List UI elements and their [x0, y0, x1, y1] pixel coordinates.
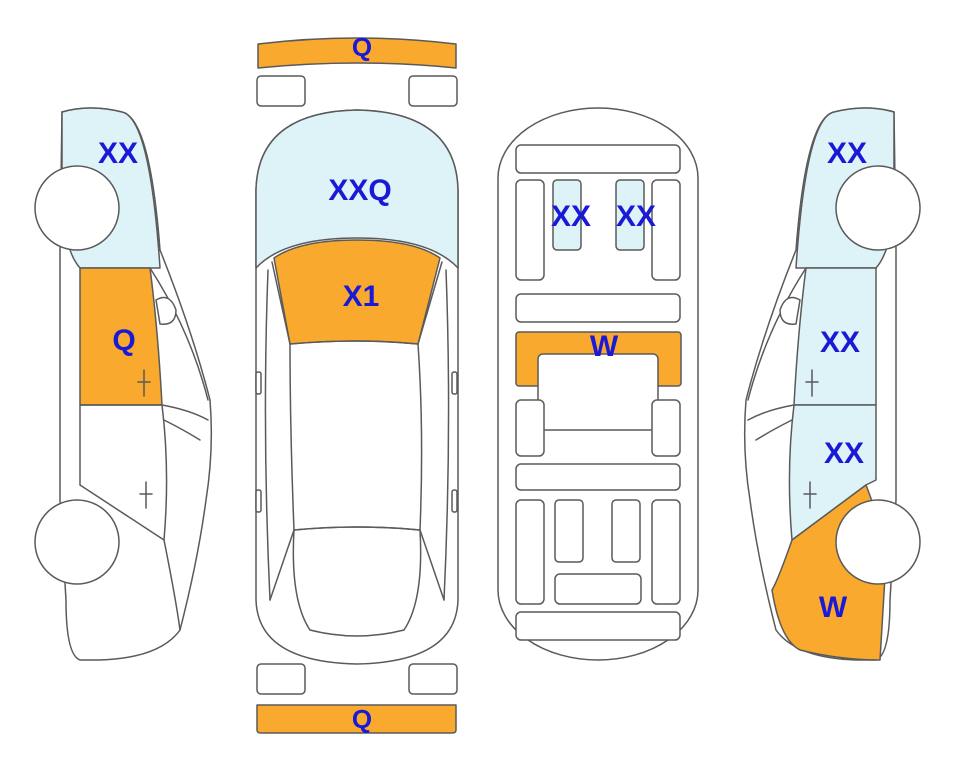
- label-trunk: W: [590, 330, 619, 363]
- right-side-line: [443, 269, 450, 601]
- right-mirror: [451, 371, 458, 395]
- label-hood: X1: [343, 280, 380, 313]
- rear-bumper[interactable]: [256, 704, 457, 734]
- floor-center-panel: [537, 353, 659, 431]
- roof-panel-left[interactable]: [552, 179, 582, 251]
- right-b-line: [747, 404, 795, 441]
- front-left-light: [256, 75, 306, 107]
- floor-small-right: [611, 499, 641, 563]
- rear-window-outline: [292, 526, 422, 637]
- left-pillar-line: [269, 261, 295, 601]
- front-bumper[interactable]: [257, 37, 457, 69]
- left-b-line: [161, 404, 209, 441]
- label-left-rear-window: XX: [98, 137, 138, 170]
- right-front-handle-side: [805, 369, 819, 397]
- right-a-pillar: [747, 267, 807, 401]
- left-rear-wheel: [34, 165, 120, 251]
- floor-panel-top: [515, 144, 681, 174]
- label-left-rear-door: Q: [112, 324, 135, 357]
- floor-panel-bottom: [515, 611, 681, 641]
- roof-panel-right[interactable]: [615, 179, 645, 251]
- floor-rail-right-3: [651, 499, 681, 605]
- left-rear-handle-side: [137, 369, 151, 397]
- label-right-rear-door: XX: [824, 437, 864, 470]
- windshield[interactable]: [255, 109, 459, 269]
- floor-rail-right-2: [651, 399, 681, 457]
- right-rear-wheel: [835, 499, 921, 585]
- floor-rail-left-3: [515, 499, 545, 605]
- floor-crossbar-2: [515, 463, 681, 491]
- left-mirror: [255, 371, 262, 395]
- floor-small-left: [554, 499, 584, 563]
- left-rear-handle: [255, 489, 262, 513]
- rear-right-light: [408, 663, 458, 695]
- floor-rail-left-2: [515, 399, 545, 457]
- label-rear-bumper: Q: [352, 704, 372, 734]
- right-pillar-line: [417, 261, 445, 601]
- label-roof-panel-left: XX: [551, 200, 591, 233]
- label-right-front-door: XX: [820, 326, 860, 359]
- label-front-bumper: Q: [352, 32, 372, 62]
- label-right-front-window: XX: [827, 137, 867, 170]
- left-side-line: [264, 269, 271, 601]
- left-front-handle-side: [139, 481, 153, 509]
- floor-crossbar-1: [515, 293, 681, 323]
- right-front-wheel: [835, 165, 921, 251]
- left-mirror-side: [155, 296, 177, 325]
- right-rear-handle-side: [803, 481, 817, 509]
- label-windshield: XXQ: [328, 174, 391, 207]
- floor-rail-left-1: [515, 179, 545, 281]
- left-a-pillar: [149, 267, 209, 401]
- floor-rail-right-1: [651, 179, 681, 281]
- label-right-rear-quarter: W: [819, 591, 848, 624]
- right-rear-handle: [451, 489, 458, 513]
- front-right-light: [408, 75, 458, 107]
- left-front-wheel: [34, 499, 120, 585]
- rear-left-light: [256, 663, 306, 695]
- label-roof-panel-right: XX: [616, 200, 656, 233]
- left-lower-line: [163, 539, 181, 631]
- floor-bottom-bar: [554, 573, 642, 605]
- right-mirror-side: [779, 296, 801, 325]
